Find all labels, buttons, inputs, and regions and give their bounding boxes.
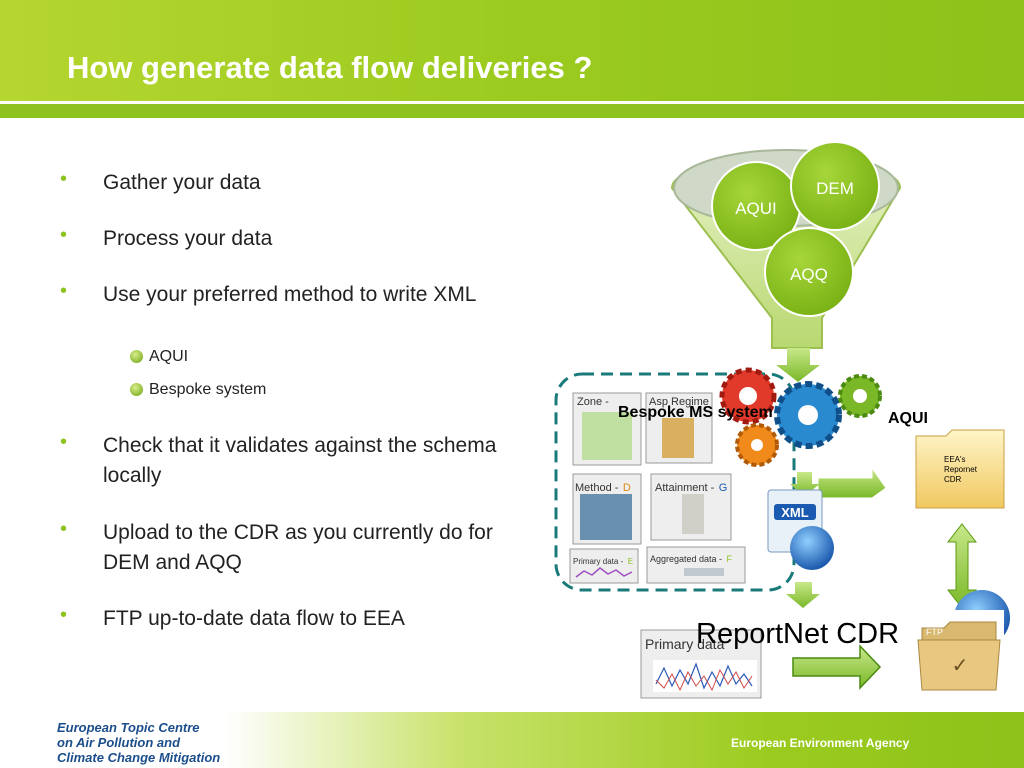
zone-card	[572, 392, 642, 466]
gears-icon	[719, 367, 882, 467]
primary-data-title: Primary data	[645, 636, 725, 652]
bullet-dot-icon: •	[60, 518, 68, 540]
etc-line: Climate Change Mitigation	[57, 750, 221, 765]
page-title: How generate data flow deliveries ?	[67, 50, 593, 85]
method-card-letter: D	[622, 482, 631, 494]
header-divider	[0, 101, 1024, 104]
aggregated-card-title: Aggregated data -	[650, 554, 723, 564]
footer-band	[0, 712, 1024, 768]
method-card-title: Method -	[575, 482, 619, 494]
primary-card-heading: Primary data - E	[573, 551, 633, 569]
bullet-text: Use your preferred method to write XML	[103, 283, 477, 306]
bullet-dot-icon: •	[60, 168, 68, 190]
aggregated-data-card	[646, 546, 746, 584]
primary-card-letter: E	[627, 557, 634, 566]
bespoke-system-label: Bespoke MS system	[618, 404, 773, 421]
bullet-dot-icon: •	[60, 604, 68, 626]
etc-name: European Topic Centre on Air Pollution a…	[57, 720, 220, 765]
aqq-circle-label: AQQ	[790, 265, 828, 284]
bullet-text: Gather your data	[103, 171, 261, 194]
sub-bullet-text: Bespoke system	[149, 381, 267, 398]
bullet-text: FTP up-to-date data flow to EEA	[103, 607, 405, 630]
ftp-label: FTP	[926, 627, 943, 637]
down-arrow-icon	[786, 582, 820, 608]
method-card-heading: Method - D	[575, 478, 631, 496]
sub-bullet-text: AQUI	[149, 348, 189, 365]
header-banner	[0, 0, 1024, 118]
green-bullet-icon	[130, 350, 143, 363]
bullet-dot-icon: •	[60, 280, 68, 302]
green-bullet-icon	[130, 383, 143, 396]
bullet-dot-icon: •	[60, 224, 68, 246]
xml-label: XML	[781, 505, 809, 520]
method-card	[572, 473, 642, 545]
bullet-dot-icon: •	[60, 431, 68, 453]
aqui-label: AQUI	[888, 410, 928, 427]
reportnet-cdr-label: ReportNet CDR	[696, 618, 900, 650]
aqui-circle-label: AQUI	[735, 199, 777, 218]
right-arrow-icon	[817, 466, 887, 499]
primary-data-chart	[640, 629, 762, 699]
right-arrow-icon	[792, 644, 882, 690]
header-band	[0, 104, 1024, 118]
attainment-card	[650, 473, 732, 541]
attainment-card-letter: G	[718, 482, 728, 494]
aggregated-card-heading: Aggregated data - F	[650, 549, 732, 567]
bullet-text: Upload to the CDR as you currently do fo…	[103, 521, 493, 574]
dem-circle-label: DEM	[816, 179, 854, 198]
dem-circle	[790, 141, 880, 231]
xml-document-icon	[767, 489, 834, 570]
svg-text:✓: ✓	[952, 653, 969, 677]
aqq-circle	[764, 227, 854, 317]
folder-label: EEA's Repornet CDR	[944, 455, 977, 484]
bullet-text: Check that it validates against the sche…	[103, 434, 497, 487]
bespoke-system-box	[554, 372, 796, 592]
primary-data-card	[569, 548, 639, 584]
etc-line: European Topic Centre	[57, 720, 200, 735]
etc-line: on Air Pollution and	[57, 735, 181, 750]
bullet-text: Process your data	[103, 227, 273, 250]
aggregated-card-letter: F	[726, 554, 733, 564]
folder-icon	[915, 429, 1005, 509]
ftp-folder-icon: ✓	[916, 610, 1004, 694]
primary-card-title: Primary data -	[573, 557, 624, 566]
attainment-card-heading: Attainment - G	[655, 478, 727, 496]
asp-regime-card	[645, 392, 713, 464]
attainment-card-title: Attainment -	[655, 482, 715, 494]
down-arrow-icon	[776, 348, 820, 382]
zone-card-title: Zone -	[577, 396, 609, 408]
asp-regime-title: Asp Regime	[649, 396, 709, 408]
agency-name: European Environment Agency	[731, 736, 910, 750]
footer: European Topic Centre on Air Pollution a…	[0, 712, 1024, 768]
